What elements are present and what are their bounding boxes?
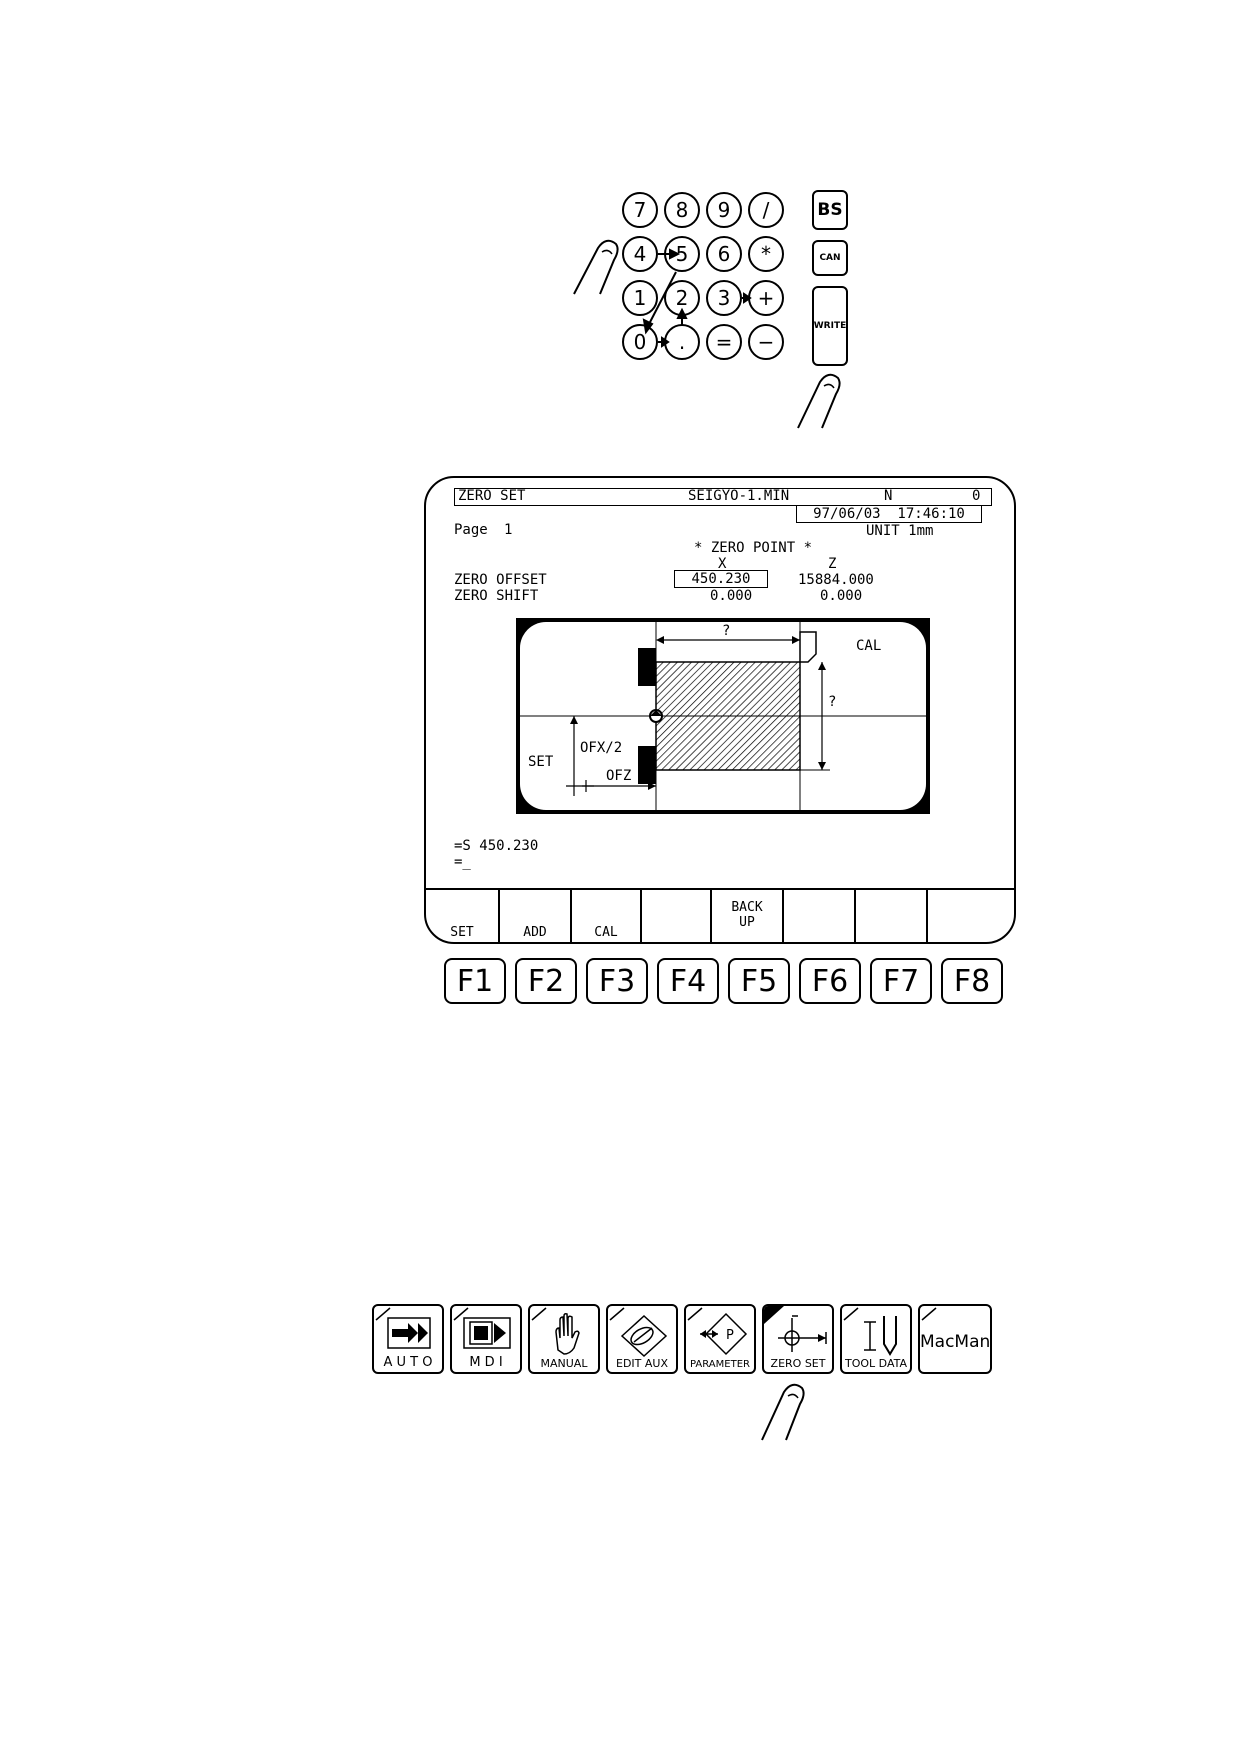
svg-text:P: P	[726, 1328, 734, 1343]
key-3[interactable]: 3	[706, 280, 742, 316]
key-6[interactable]: 6	[706, 236, 742, 272]
softkey-cal[interactable]: CAL	[572, 890, 642, 944]
f1-key[interactable]: F1	[444, 958, 506, 1004]
can-key[interactable]: CAN	[812, 240, 848, 276]
key-4[interactable]: 4	[622, 236, 658, 272]
n-label: N	[884, 488, 893, 504]
key-7[interactable]: 7	[622, 192, 658, 228]
mdi-icon	[453, 1307, 511, 1349]
softkey-add[interactable]: ADD	[500, 890, 572, 944]
datetime: 97/06/03 17:46:10	[796, 505, 982, 523]
tool-icon	[843, 1307, 897, 1356]
key-9[interactable]: 9	[706, 192, 742, 228]
f2-key[interactable]: F2	[515, 958, 577, 1004]
page-label: Page	[454, 522, 488, 538]
key-plus[interactable]: +	[748, 280, 784, 316]
finger-icon	[797, 373, 841, 429]
softkey-bar: SET ADD CAL BACK UP	[426, 888, 1014, 946]
unit-label: UNIT 1mm	[866, 523, 934, 539]
softkey-7[interactable]	[856, 890, 928, 944]
parameter-icon: P	[687, 1307, 748, 1356]
edit-icon	[609, 1307, 668, 1358]
column-z-header: Z	[828, 556, 837, 572]
key-5[interactable]: 5	[664, 236, 700, 272]
f3-key[interactable]: F3	[586, 958, 648, 1004]
column-x-header: X	[718, 556, 727, 572]
auto-icon	[375, 1307, 431, 1349]
status-bar	[454, 488, 992, 506]
edit-aux-mode-button[interactable]: EDIT AUX	[606, 1304, 678, 1374]
f7-key[interactable]: F7	[870, 958, 932, 1004]
mdi-mode-button[interactable]: M D I	[450, 1304, 522, 1374]
key-equals[interactable]: =	[706, 324, 742, 360]
input-prompt[interactable]: =_	[454, 854, 471, 870]
set-label: SET	[528, 754, 554, 770]
zero-set-icon	[764, 1306, 827, 1352]
input-sequence-arrows	[642, 248, 752, 348]
auto-mode-button[interactable]: A U T O	[372, 1304, 444, 1374]
key-2[interactable]: 2	[664, 280, 700, 316]
bs-key[interactable]: BS	[812, 190, 848, 230]
diagram-graphic	[520, 622, 926, 810]
softkey-backup[interactable]: BACK UP	[712, 890, 784, 944]
softkey-set[interactable]: SET	[426, 890, 500, 944]
manual-mode-button[interactable]: MANUAL	[528, 1304, 600, 1374]
key-slash[interactable]: /	[748, 192, 784, 228]
cal-label: CAL	[856, 638, 882, 654]
numeric-keypad: 7 8 9 / 4 5 6 * 1 2 3 + 0 . = − BS CAN W…	[573, 190, 860, 430]
ofx-label: OFX/2	[580, 740, 623, 756]
zero-shift-label: ZERO SHIFT	[454, 588, 539, 604]
hand-icon	[531, 1307, 580, 1355]
zero-set-mode-button[interactable]: ZERO SET	[762, 1304, 834, 1374]
mode-button-row: A U T O M D I MANUAL EDIT AUX	[372, 1304, 992, 1441]
finger-icon	[761, 1383, 805, 1441]
write-key[interactable]: WRITE	[812, 286, 848, 366]
f8-key[interactable]: F8	[941, 958, 1003, 1004]
softkey-4[interactable]	[642, 890, 712, 944]
mode-title: ZERO SET	[458, 488, 526, 504]
finger-icon	[573, 239, 619, 295]
program-name: SEIGYO-1.MIN	[688, 488, 790, 504]
n-value: 0	[972, 488, 981, 504]
key-1[interactable]: 1	[622, 280, 658, 316]
parameter-mode-button[interactable]: P PARAMETER	[684, 1304, 756, 1374]
command-line: =S 450.230	[454, 838, 539, 854]
zero-offset-z-value: 15884.000	[798, 572, 874, 588]
f6-key[interactable]: F6	[799, 958, 861, 1004]
section-title: * ZERO POINT *	[694, 540, 813, 556]
corner-mark-icon	[921, 1307, 937, 1321]
ofz-label: OFZ	[606, 768, 632, 784]
key-multiply[interactable]: *	[748, 236, 784, 272]
length-unknown-label: ?	[722, 623, 731, 639]
diameter-unknown-label: ?	[828, 694, 837, 710]
cnc-screen: ZERO SET SEIGYO-1.MIN N 0 97/06/03 17:46…	[424, 476, 1016, 944]
function-key-row: F1 F2 F3 F4 F5 F6 F7 F8	[444, 958, 1014, 1004]
zero-offset-x-field[interactable]: 450.230	[674, 570, 768, 588]
key-0[interactable]: 0	[622, 324, 658, 360]
f4-key[interactable]: F4	[657, 958, 719, 1004]
f5-key[interactable]: F5	[728, 958, 790, 1004]
softkey-6[interactable]	[784, 890, 856, 944]
zero-offset-label: ZERO OFFSET	[454, 572, 547, 588]
zero-shift-z-value: 0.000	[820, 588, 863, 604]
macman-mode-button[interactable]: MacMan	[918, 1304, 992, 1374]
page-number: 1	[504, 522, 513, 538]
softkey-8[interactable]	[928, 890, 1014, 944]
key-minus[interactable]: −	[748, 324, 784, 360]
zero-shift-x-value: 0.000	[710, 588, 753, 604]
tool-data-mode-button[interactable]: TOOL DATA	[840, 1304, 912, 1374]
zero-set-diagram: CAL ? ? OFX/2 SET OFZ	[516, 618, 930, 814]
key-8[interactable]: 8	[664, 192, 700, 228]
